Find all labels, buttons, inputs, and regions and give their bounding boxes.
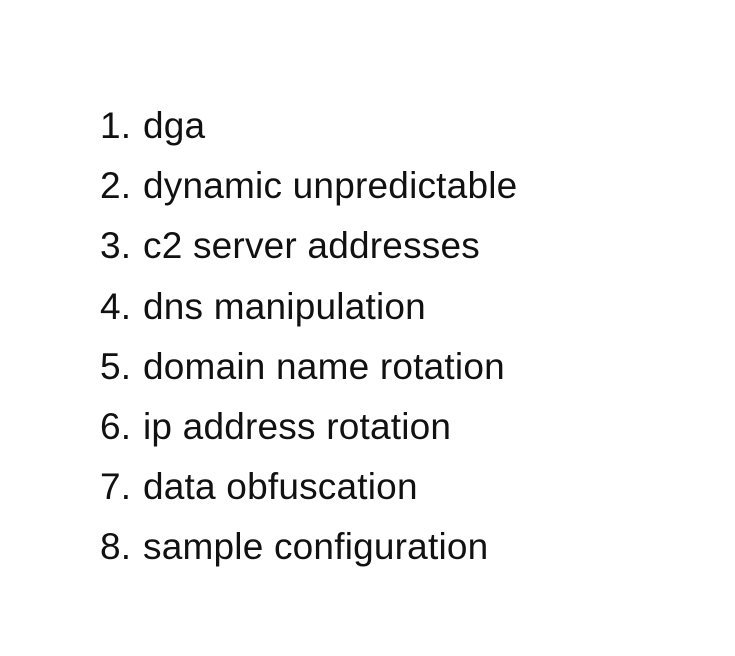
list-item-number: 4. [100, 285, 132, 327]
list-item-number: 6. [100, 405, 132, 447]
list-item: 2. dynamic unpredictable [100, 156, 517, 216]
list-item-text: data obfuscation [143, 466, 418, 508]
list-item-number: 8. [100, 526, 132, 568]
list-item: 8. sample configuration [100, 517, 517, 577]
list-item-text: c2 server addresses [143, 225, 480, 267]
list-item: 1. dga [100, 96, 517, 156]
list-item-number: 3. [100, 225, 132, 267]
list-item-number: 5. [100, 345, 132, 387]
list-item: 5. domain name rotation [100, 337, 517, 397]
list-item-text: sample configuration [143, 526, 489, 568]
list-item-number: 1. [100, 105, 132, 146]
list-item: 3. c2 server addresses [100, 216, 517, 276]
list-item: 6. ip address rotation [100, 397, 517, 457]
list-item-number: 2. [100, 165, 132, 207]
list-item: 7. data obfuscation [100, 457, 517, 517]
numbered-list: 1. dga 2. dynamic unpredictable 3. c2 se… [100, 96, 517, 578]
list-item-text: dynamic unpredictable [143, 165, 518, 207]
list-item-text: domain name rotation [143, 345, 505, 387]
list-item-text: dns manipulation [143, 285, 426, 327]
list-item: 4. dns manipulation [100, 277, 517, 337]
list-item-text: dga [143, 105, 206, 146]
list-item-number: 7. [100, 466, 132, 508]
list-item-text: ip address rotation [143, 405, 452, 447]
